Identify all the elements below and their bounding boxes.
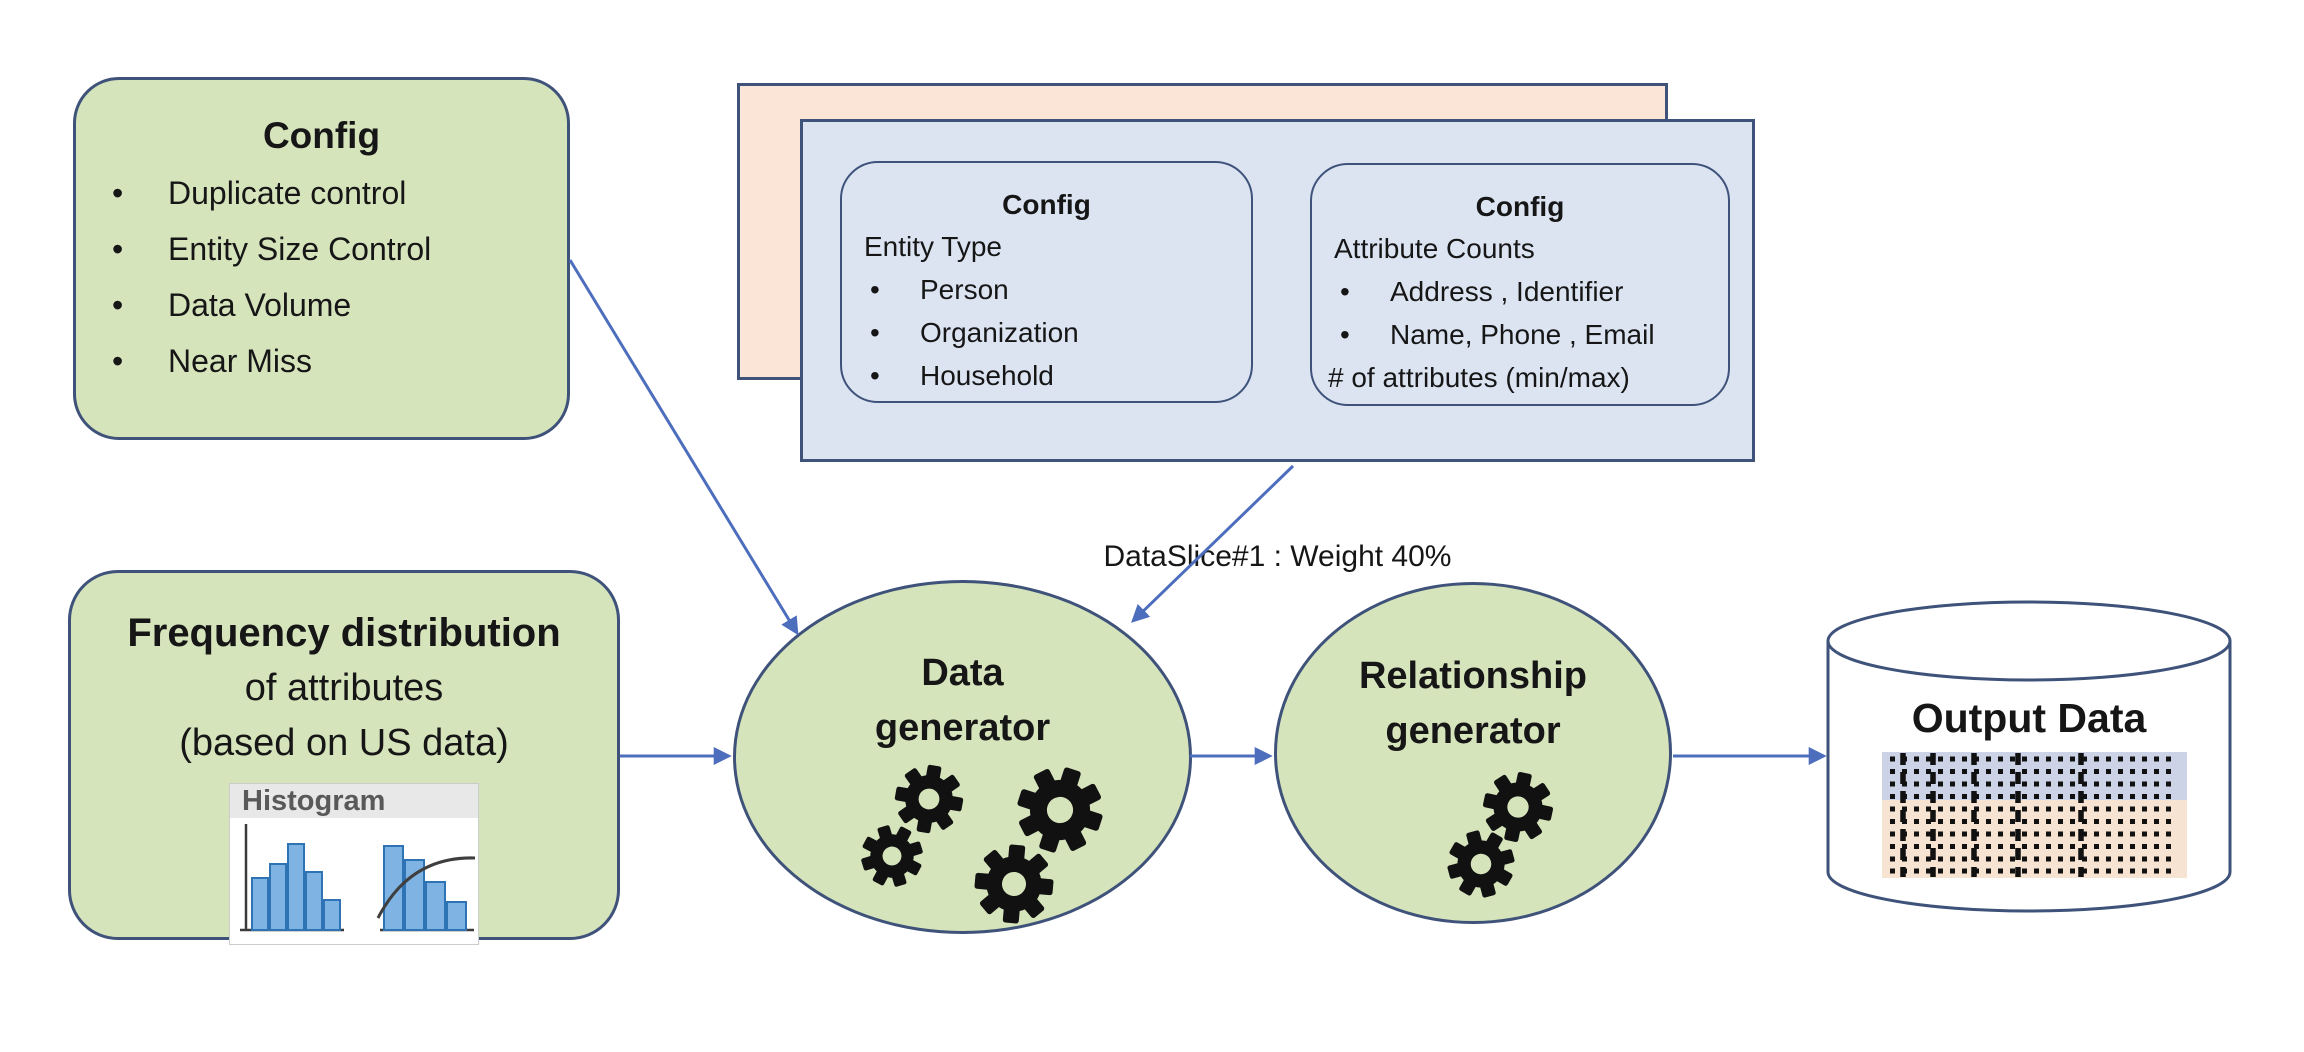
frequency-box-line2: of attributes (244, 667, 444, 709)
attribute-config-subtitle: Attribute Counts (1334, 233, 1535, 264)
attribute-config-footer: # of attributes (min/max) (1328, 362, 1630, 393)
config-item: Entity Size Control (76, 221, 567, 277)
attribute-config-item: Name, Phone , Email (1312, 313, 1728, 356)
histogram-right-chart (376, 845, 476, 932)
output-data-title: Output Data (1911, 695, 2147, 741)
dataslice-card: Config Entity Type Person Organization H… (800, 119, 1755, 573)
data-generator-label-line2: generator (874, 707, 1051, 749)
frequency-box-title: Frequency distribution (127, 611, 561, 655)
histogram-charts (240, 824, 476, 932)
database-cylinder-shape (1826, 600, 2232, 913)
entity-config-item: Person (842, 268, 1251, 311)
config-box-title: Config (262, 115, 381, 156)
entity-config-item: Organization (842, 311, 1251, 354)
entity-config-title: Config (1002, 189, 1091, 220)
config-item: Duplicate control (76, 165, 567, 221)
histogram-thumbnail: Histogram (229, 783, 479, 945)
attribute-config-box: Config Attribute Counts Address , Identi… (1310, 163, 1730, 406)
frequency-box-line3: (based on US data) (179, 722, 509, 764)
config-item: Data Volume (76, 277, 567, 333)
dataslice-weight-label: DataSlice#1 : Weight 40% (1103, 540, 1452, 573)
histogram-title: Histogram (230, 784, 478, 818)
config-box-items: Duplicate control Entity Size Control Da… (76, 165, 567, 389)
frequency-distribution-box: Frequency distribution of attributes (ba… (68, 570, 620, 945)
entity-config-item: Household (842, 354, 1251, 397)
relationship-generator-node: Relationship generator (1274, 582, 1672, 924)
attribute-config-item: Address , Identifier (1312, 270, 1728, 313)
data-generator-label-line1: Data (921, 652, 1004, 694)
output-table-pattern (1882, 752, 2187, 878)
relationship-generator-label-line2: generator (1385, 710, 1561, 752)
entity-config-box: Config Entity Type Person Organization H… (840, 161, 1253, 403)
entity-config-subtitle: Entity Type (864, 231, 1003, 262)
data-generator-node: Data generator (733, 580, 1192, 934)
attribute-config-title: Config (1475, 191, 1565, 222)
config-item: Near Miss (76, 333, 567, 389)
histogram-left-chart (240, 824, 344, 932)
relationship-generator-label-line1: Relationship (1358, 655, 1588, 697)
config-box: Config Duplicate control Entity Size Con… (73, 77, 570, 440)
